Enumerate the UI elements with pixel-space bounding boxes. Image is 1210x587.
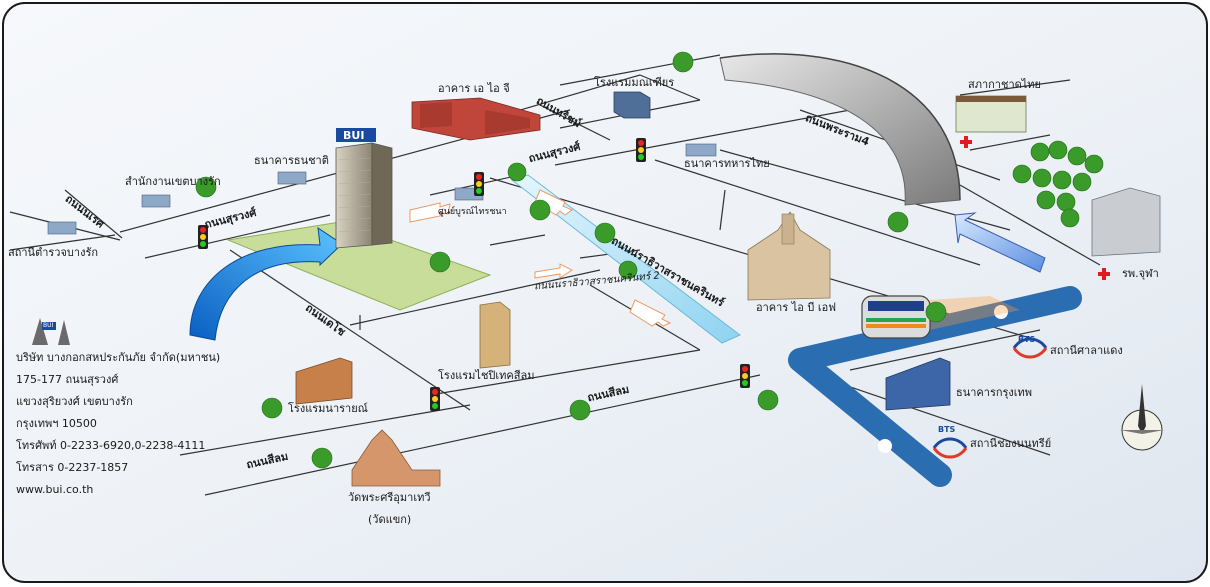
place-district-office: สำนักงานเขตบางรัก bbox=[125, 175, 221, 188]
direction-arrows bbox=[409, 189, 672, 327]
place-chong-nonsi: สถานีช่องนนทรีย์ bbox=[970, 437, 1052, 450]
bbl-building bbox=[885, 357, 951, 411]
red-cross-building bbox=[955, 95, 1027, 133]
place-ibm: อาคาร ไอ บี เอฟ bbox=[756, 301, 836, 314]
narai-building bbox=[295, 357, 353, 405]
place-sala-daeng: สถานีศาลาแดง bbox=[1050, 344, 1123, 357]
bts-logo-text-1: BTS bbox=[1018, 335, 1036, 344]
ibm-building bbox=[747, 211, 831, 301]
montien-building bbox=[613, 91, 651, 119]
place-tmb: ธนาคารทหารไทย bbox=[684, 157, 770, 170]
place-police-station: สถานีตำรวจบางรัก bbox=[8, 246, 99, 259]
pinnacle-building bbox=[479, 301, 511, 369]
company-fax: โทรสาร 0-2237-1857 bbox=[16, 461, 129, 474]
place-red-cross: สภากาชาดไทย bbox=[968, 78, 1041, 91]
bts-logo-sala-daeng bbox=[1012, 337, 1048, 359]
company-address-2: แขวงสุริยวงศ์ เขตบางรัก bbox=[16, 395, 133, 408]
temple bbox=[351, 429, 441, 487]
place-montien: โรงแรมมณเฑียร bbox=[594, 76, 675, 89]
traffic-lights bbox=[198, 138, 750, 411]
bui-small-logo-text: BUI bbox=[43, 322, 54, 329]
company-small-logo bbox=[32, 318, 70, 345]
buildings bbox=[47, 91, 1161, 487]
bts-logo-text-2: BTS bbox=[938, 425, 956, 434]
company-phone: โทรศัพท์ 0-2233-6920,0-2238-4111 bbox=[16, 439, 206, 452]
hospital-crosses bbox=[960, 136, 1110, 280]
place-pinnacle: โรงแรมไชปิเทคสีลม bbox=[438, 369, 535, 382]
bts-stop-sala-daeng bbox=[994, 305, 1008, 319]
place-narai: โรงแรมนารายณ์ bbox=[288, 402, 368, 415]
trees bbox=[195, 51, 1104, 469]
bts-logo-chong-nonsi bbox=[932, 437, 968, 459]
company-website[interactable]: www.bui.co.th bbox=[16, 483, 94, 496]
bts-line bbox=[788, 286, 1082, 487]
company-name: บริษัท บางกอกสหประกันภัย จำกัด(มหาชน) bbox=[16, 351, 221, 364]
direction-arrow-chula bbox=[954, 212, 1046, 273]
aig-building bbox=[411, 97, 541, 141]
bui-logo-text: BUI bbox=[343, 129, 365, 142]
bui-tower bbox=[335, 128, 393, 249]
bts-stop-chong-nonsi bbox=[878, 439, 892, 453]
place-chula: รพ.จุฬา bbox=[1122, 267, 1159, 280]
bui-logo bbox=[336, 128, 376, 142]
park-area bbox=[226, 221, 492, 311]
chula-building bbox=[1091, 187, 1161, 257]
place-christian: ศูนย์บูรณ์ไทรชนา bbox=[438, 207, 507, 217]
place-temple: วัดพระศรีอุมาเทวี bbox=[348, 491, 431, 504]
company-address-3: กรุงเทพฯ 10500 bbox=[16, 417, 97, 430]
flyover bbox=[719, 53, 961, 206]
place-temple-alias: (วัดแขก) bbox=[368, 513, 412, 526]
compass-icon bbox=[1120, 384, 1164, 451]
place-thanachart: ธนาคารธนชาติ bbox=[254, 154, 329, 167]
place-bbl: ธนาคารกรุงเทพ bbox=[956, 386, 1033, 399]
place-aia: อาคาร เอ ไอ จี bbox=[438, 82, 510, 95]
main-approach-arrow bbox=[189, 226, 343, 341]
company-address-1: 175-177 ถนนสุรวงศ์ bbox=[16, 373, 119, 386]
